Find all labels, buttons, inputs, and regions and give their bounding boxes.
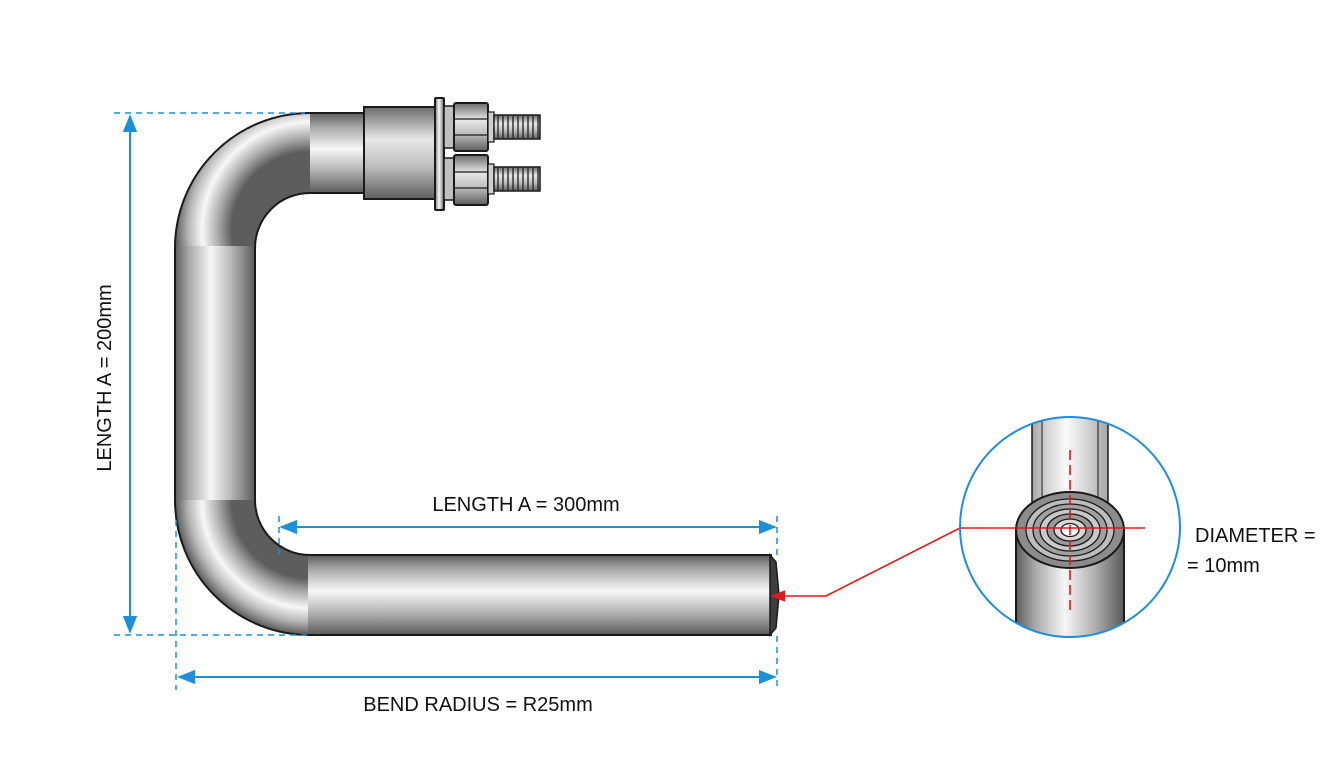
mounting-flange bbox=[434, 97, 445, 211]
bend-radius-label: BEND RADIUS = R25mm bbox=[363, 694, 593, 716]
cross-section-detail bbox=[959, 416, 1181, 638]
diameter-label-line1: DIAMETER = bbox=[1195, 525, 1316, 547]
vertical-length-label: LENGTH A = 200mm bbox=[94, 284, 116, 471]
tube-body bbox=[174, 112, 780, 638]
diameter-label-line2: = 10mm bbox=[1187, 555, 1260, 577]
terminal-housing bbox=[363, 106, 439, 200]
lower-terminal-stud bbox=[443, 154, 541, 206]
diameter-leader-line bbox=[770, 527, 961, 602]
horizontal-length-dimension bbox=[278, 516, 778, 560]
vertical-dimension bbox=[114, 112, 310, 636]
horizontal-length-label: LENGTH A = 300mm bbox=[432, 494, 619, 516]
upper-terminal-stud bbox=[443, 102, 541, 152]
bend-radius-dimension bbox=[175, 520, 778, 690]
